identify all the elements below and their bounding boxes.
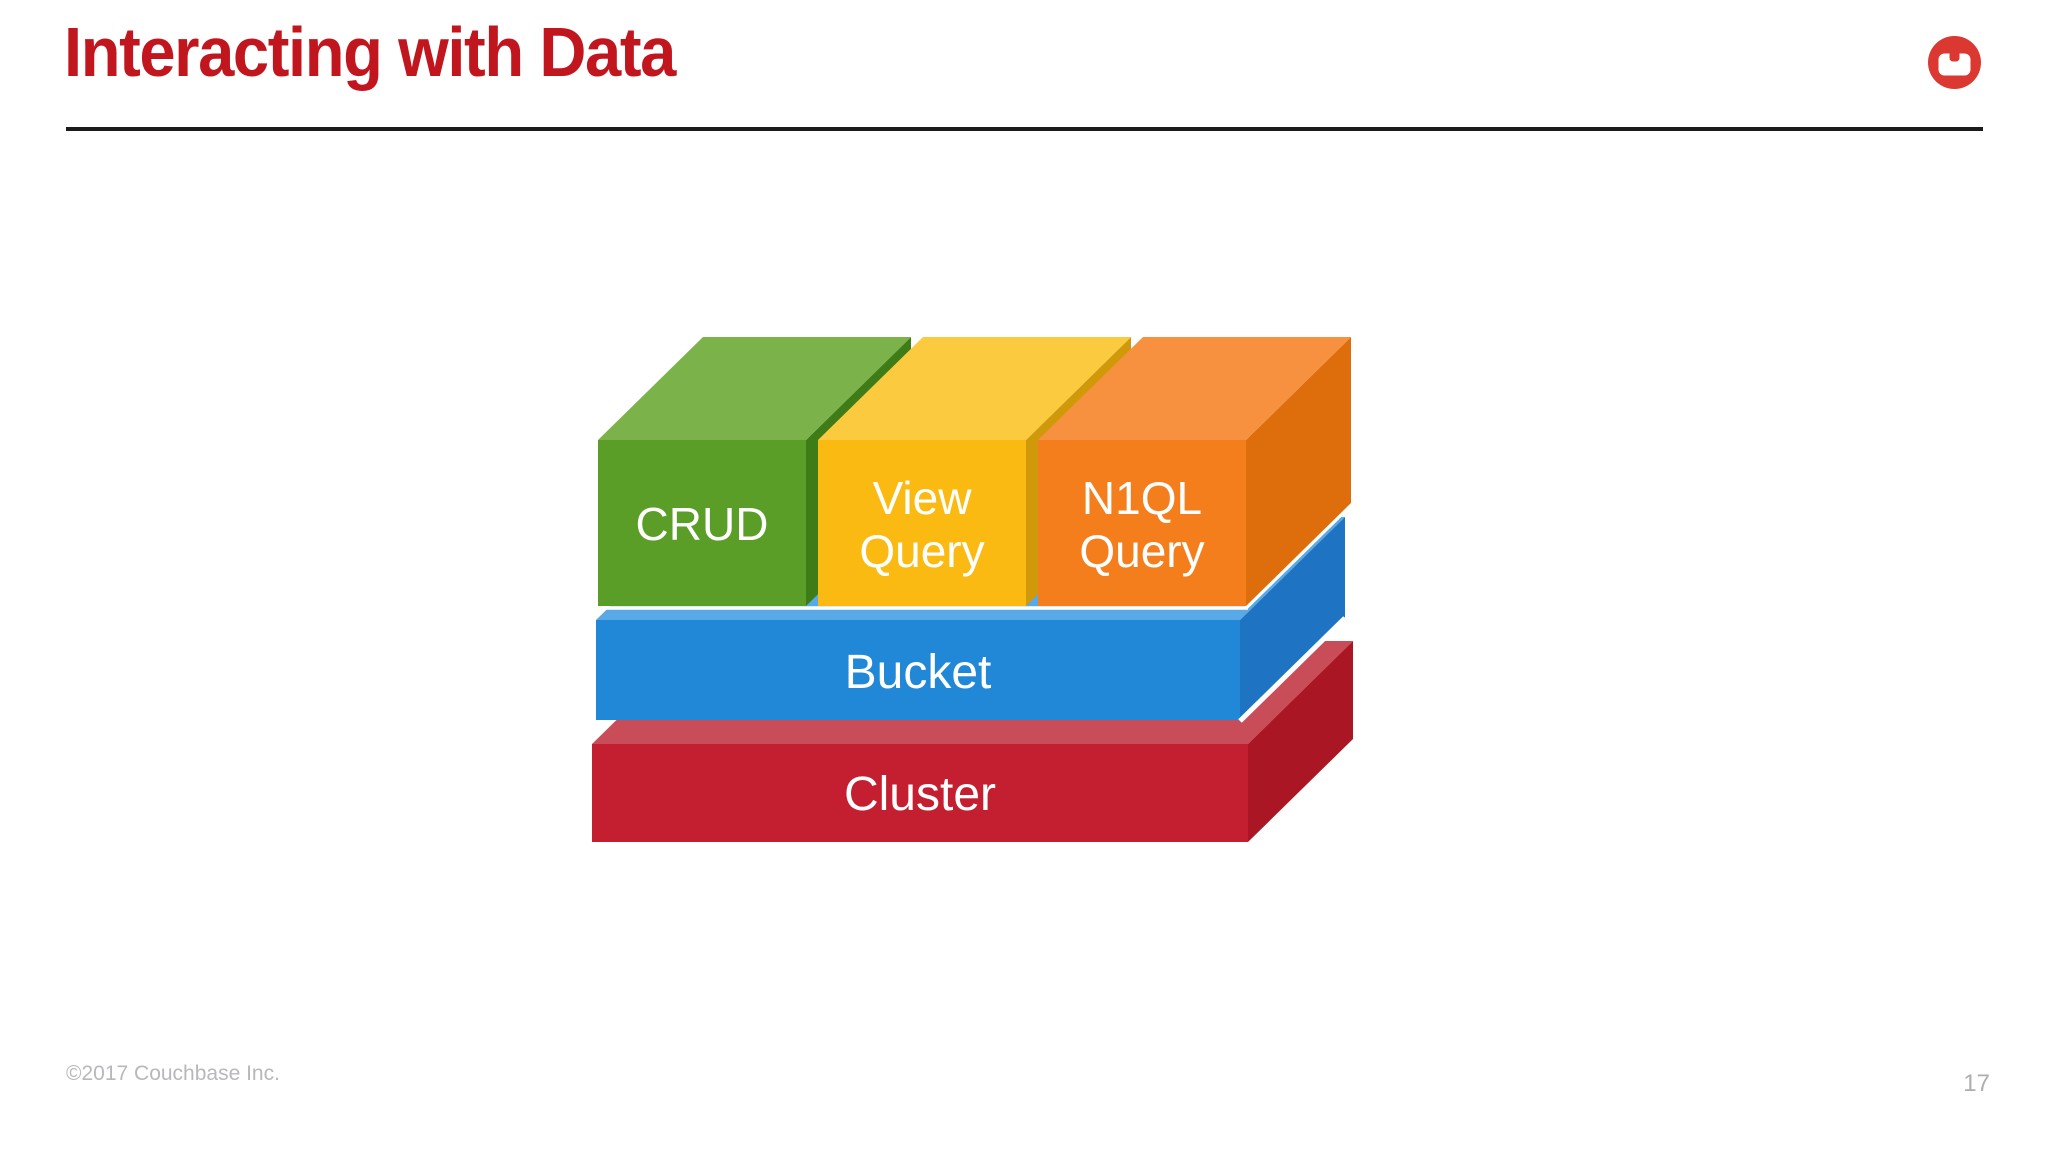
- bucket-front-face: [596, 620, 1240, 720]
- n1ql-query-label-line1: N1QL: [1082, 472, 1202, 524]
- n1ql-query-label-line2: Query: [1079, 525, 1204, 577]
- bucket-label: Bucket: [845, 646, 992, 699]
- cluster-label: Cluster: [844, 768, 996, 821]
- separator-n1ql-bucket: [1244, 502, 1353, 609]
- view-query-front-face: [818, 440, 1026, 606]
- slide-title: Interacting with Data: [64, 13, 676, 91]
- crud-front-face: [598, 440, 806, 606]
- page-number: 17: [1963, 1070, 1990, 1097]
- cluster-side-face: [1248, 641, 1353, 842]
- crud-label: CRUD: [636, 498, 769, 550]
- view-query-label-line2: Query: [859, 525, 984, 577]
- n1ql-query-top-face: [1038, 337, 1351, 440]
- view-query-label-line1: View: [873, 472, 973, 524]
- n1ql-query-block: N1QL Query: [1038, 337, 1351, 606]
- n1ql-query-side-face: [1246, 337, 1351, 606]
- separator-bucket-cluster: [1238, 616, 1347, 723]
- couchbase-logo-icon: [1928, 36, 1981, 89]
- logo-couch-shape: [1938, 53, 1971, 76]
- title-divider: [66, 127, 1983, 131]
- n1ql-query-front-face: [1038, 440, 1246, 606]
- cluster-front-face: [592, 744, 1248, 842]
- logo-couch-notch: [1949, 50, 1960, 62]
- copyright-text: ©2017 Couchbase Inc.: [66, 1062, 280, 1085]
- bucket-side-face: [1240, 517, 1345, 720]
- crud-top-face: [598, 337, 911, 440]
- view-query-top-face: [818, 337, 1131, 440]
